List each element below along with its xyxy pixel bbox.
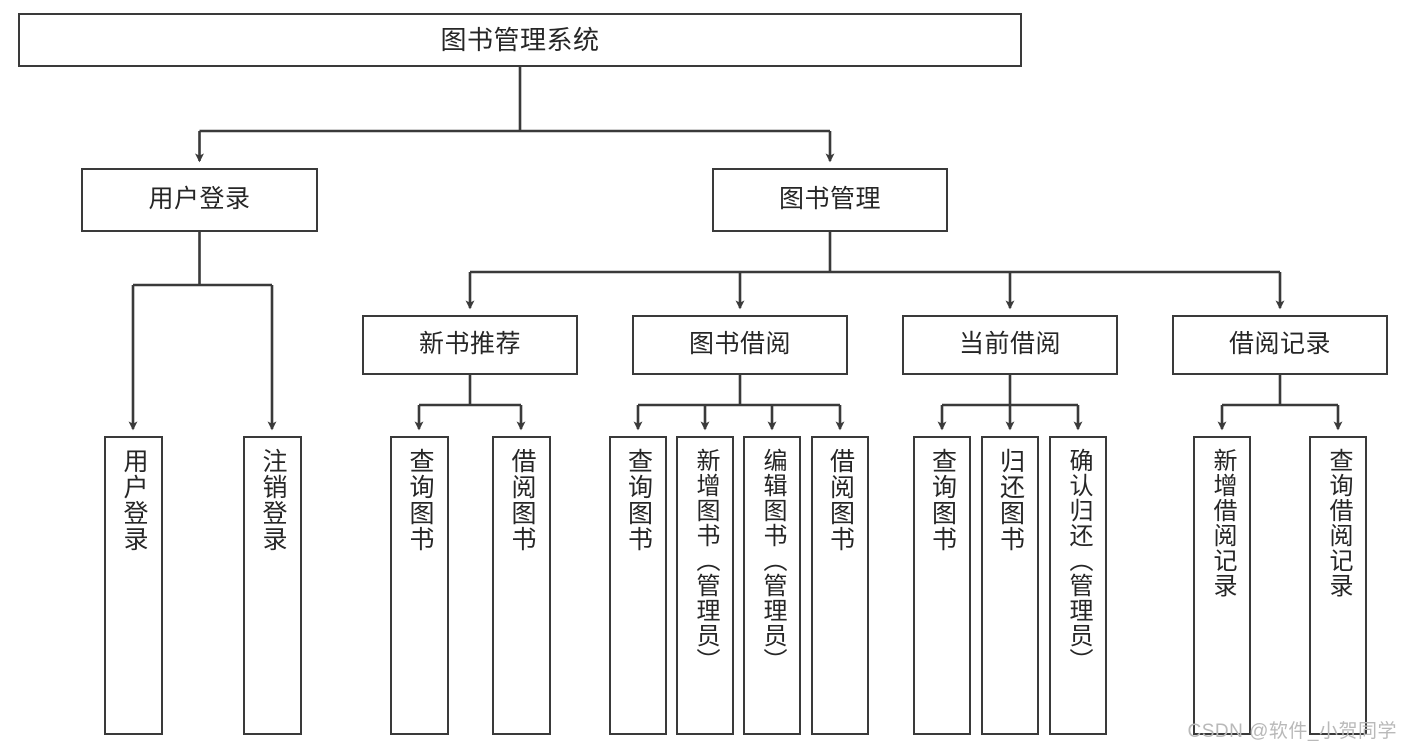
leaf-book-borrow-edit[interactable]: 编辑图书（管理员） [743,436,801,735]
leaf-book-borrow-borrow[interactable]: 借阅图书 [811,436,869,735]
node-label: 注销登录 [259,448,287,552]
leaf-new-book-borrow[interactable]: 借阅图书 [492,436,551,735]
leaf-new-book-query[interactable]: 查询图书 [390,436,449,735]
node-label: 编辑图书（管理员） [758,448,786,673]
node-label: 借阅图书 [508,448,536,552]
leaf-user-login-logout[interactable]: 注销登录 [243,436,302,735]
leaf-user-login-login[interactable]: 用户登录 [104,436,163,735]
node-new-book-recommend[interactable]: 新书推荐 [362,315,578,375]
node-root-system[interactable]: 图书管理系统 [18,13,1022,67]
node-label: 新书推荐 [418,330,521,359]
leaf-borrow-record-add[interactable]: 新增借阅记录 [1193,436,1251,735]
csdn-watermark: CSDN @软件_小贺同学 [1187,721,1397,742]
node-label: 借阅记录 [1228,330,1331,359]
node-current-borrow[interactable]: 当前借阅 [902,315,1118,375]
node-borrow-records[interactable]: 借阅记录 [1172,315,1388,375]
leaf-current-borrow-query[interactable]: 查询图书 [913,436,971,735]
node-label: 当前借阅 [958,330,1061,359]
node-book-management[interactable]: 图书管理 [712,168,948,232]
node-label: 用户登录 [148,185,251,214]
node-label: 查询图书 [928,448,957,552]
leaf-current-borrow-return[interactable]: 归还图书 [981,436,1039,735]
leaf-book-borrow-query[interactable]: 查询图书 [609,436,667,735]
leaf-current-borrow-confirm-return[interactable]: 确认归还（管理员） [1049,436,1107,735]
node-label: 新增借阅记录 [1208,448,1236,598]
node-label: 图书管理 [778,185,881,214]
node-label: 用户登录 [120,448,148,552]
node-user-login[interactable]: 用户登录 [81,168,318,232]
node-label: 图书管理系统 [440,24,600,55]
node-label: 查询图书 [624,448,653,552]
node-label: 借阅图书 [826,448,855,552]
node-label: 查询图书 [406,448,434,552]
node-label: 查询借阅记录 [1324,448,1352,598]
node-label: 确认归还（管理员） [1064,448,1092,673]
node-label: 归还图书 [996,448,1025,552]
node-label: 图书借阅 [688,330,791,359]
leaf-book-borrow-add[interactable]: 新增图书（管理员） [676,436,734,735]
node-book-borrow[interactable]: 图书借阅 [632,315,848,375]
node-label: 新增图书（管理员） [691,448,719,673]
leaf-borrow-record-query[interactable]: 查询借阅记录 [1309,436,1367,735]
